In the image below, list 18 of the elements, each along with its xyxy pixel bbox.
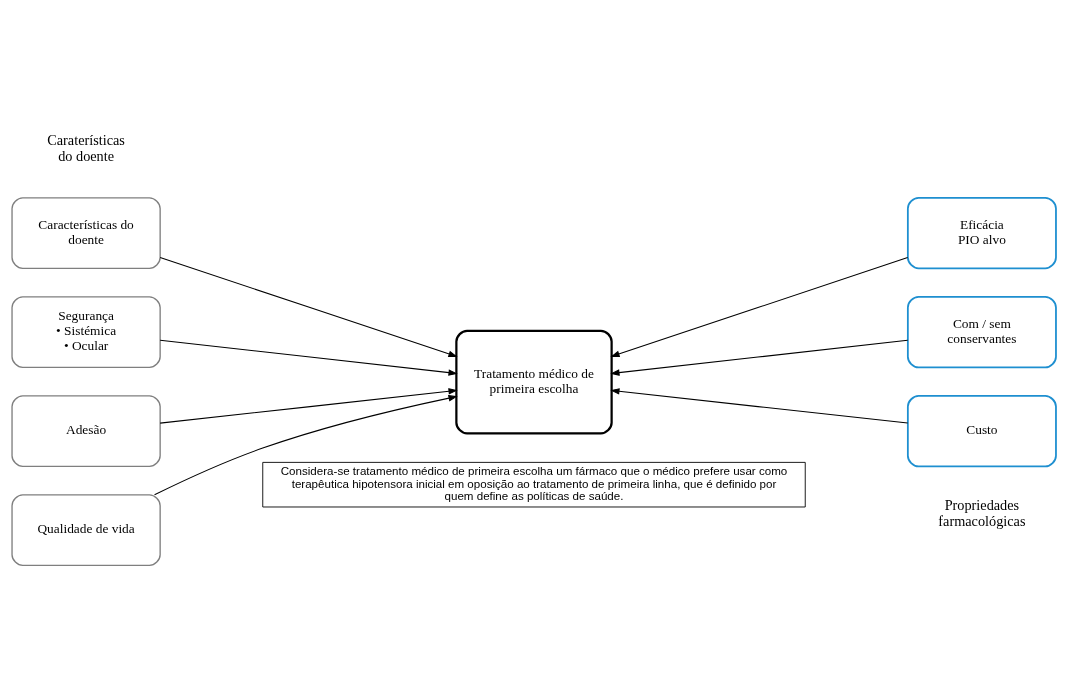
node-box: Com / sem conservantes	[906, 295, 1057, 368]
node-box: Características do doente	[11, 196, 161, 269]
arrow	[154, 394, 458, 495]
label: Propriedades farmacológicas	[938, 496, 1026, 529]
node-box: Qualidade de vida	[11, 493, 161, 566]
node-box: Considera-se tratamento médico de primeira escolha um fármaco que o médico prefere usar como terapêutica hipotensora inicial em oposição ao tratamento de primeira linha, que é definido por quem define as políticas de saúde.	[262, 461, 806, 507]
node-box: Segurança • Sistémica • Ocular	[11, 295, 161, 368]
node-box: Tratamento médico de primeira escolha	[455, 329, 613, 434]
arrow	[159, 339, 458, 376]
node-box: Adesão	[11, 394, 161, 467]
arrow	[159, 387, 458, 424]
arrow	[610, 339, 909, 376]
arrow	[159, 256, 458, 357]
node-box: Eficácia PIO alvo	[906, 196, 1057, 269]
arrow	[610, 256, 909, 357]
arrow	[610, 387, 909, 424]
label: Caraterísticas do doente	[47, 131, 125, 164]
node-box: Custo	[906, 394, 1057, 467]
